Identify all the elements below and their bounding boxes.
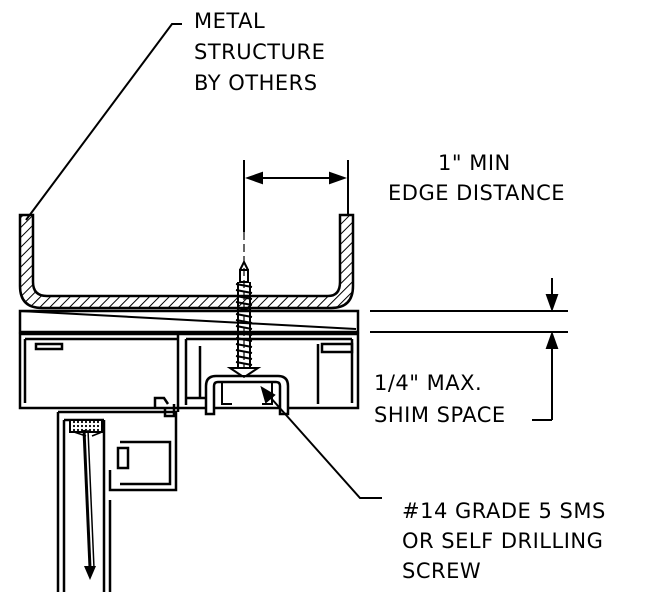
screw-clip	[204, 374, 290, 416]
shim-plate	[18, 309, 360, 334]
leader-metal-structure	[25, 23, 182, 221]
label-edge-distance-line-1: 1" MIN	[438, 151, 511, 175]
leader-screw	[260, 385, 382, 499]
glazing-pocket	[56, 410, 178, 592]
label-metal-structure-line-1: METAL	[194, 9, 266, 33]
label-screw-line-3: SCREW	[402, 559, 482, 583]
label-metal-structure-line-2: STRUCTURE	[194, 40, 326, 64]
label-screw-line-2: OR SELF DRILLING	[402, 529, 604, 553]
self-drilling-screw	[226, 232, 262, 378]
label-screw-line-1: #14 GRADE 5 SMS	[402, 499, 606, 523]
clip-notches	[221, 382, 273, 405]
edge-distance-dimension	[243, 160, 349, 232]
label-metal-structure-line-3: BY OTHERS	[194, 71, 318, 95]
metal-structure-channel	[18, 213, 355, 310]
frame-profile	[18, 332, 360, 418]
label-shim-space-line-1: 1/4" MAX.	[374, 371, 483, 395]
glazing-gasket	[69, 419, 103, 433]
shim-space-dimension	[370, 278, 568, 421]
glass-lite	[73, 429, 103, 580]
label-edge-distance-line-2: EDGE DISTANCE	[388, 181, 566, 205]
label-shim-space-line-2: SHIM SPACE	[374, 403, 506, 427]
